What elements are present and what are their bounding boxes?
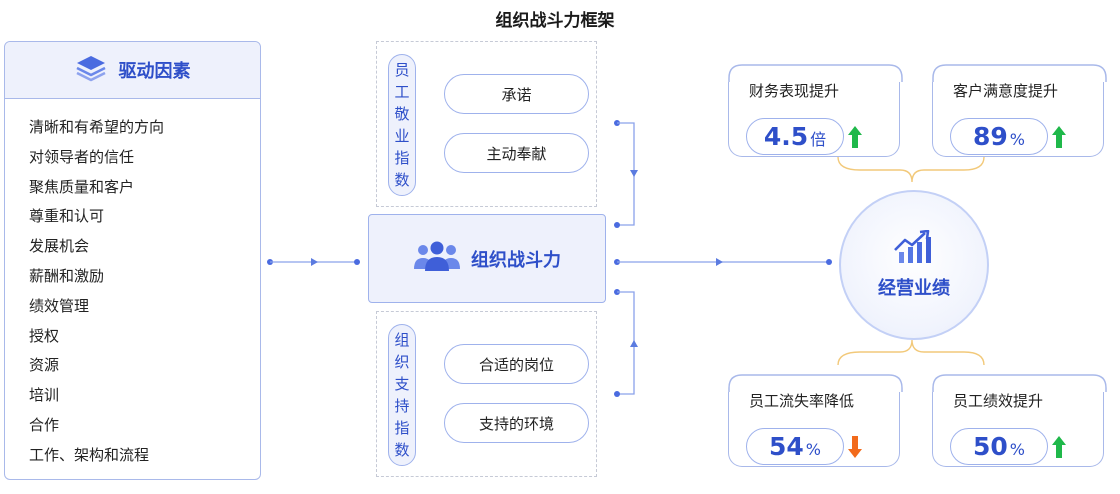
support-index-label: 组 织 支 持 指 数	[388, 324, 416, 466]
driver-item: 薪酬和激励	[29, 266, 105, 285]
label-char: 支	[394, 375, 410, 393]
metric-value-box: 89 %	[950, 118, 1048, 155]
label-char: 指	[394, 149, 410, 167]
metric-card-attrition: 员工流失率降低 54 %	[727, 374, 903, 467]
label-char: 织	[394, 353, 410, 371]
metric-value: 4.5	[763, 122, 809, 151]
drivers-title: 驱动因素	[118, 61, 191, 82]
metric-value-box: 54 %	[746, 428, 844, 465]
diagram-title: 组织战斗力框架	[495, 11, 615, 31]
driver-item: 授权	[29, 326, 60, 345]
metric-unit: %	[1009, 130, 1025, 149]
driver-item: 合作	[29, 415, 60, 434]
bottom-brace	[837, 339, 985, 366]
center-to-result-connector	[614, 258, 832, 266]
metric-label: 客户满意度提升	[951, 80, 1061, 101]
metric-value-box: 4.5 倍	[746, 118, 844, 155]
org-capability-title: 组织战斗力	[471, 249, 561, 271]
growth-chart-icon	[893, 229, 935, 268]
metric-value: 89	[973, 122, 1008, 151]
engagement-group: 员 工 敬 业 指 数 承诺 主动奉献	[376, 41, 597, 207]
drivers-header: 驱动因素	[5, 42, 260, 99]
metric-value: 50	[973, 432, 1008, 461]
support-group: 组 织 支 持 指 数 合适的岗位 支持的环境	[376, 311, 597, 477]
metric-label: 员工流失率降低	[747, 390, 857, 411]
drivers-panel: 驱动因素 清晰和有希望的方向 对领导者的信任 聚焦质量和客户 尊重和认可 发展机…	[4, 41, 261, 480]
metric-card-financial: 财务表现提升 4.5 倍	[727, 64, 903, 157]
label-char: 组	[394, 331, 410, 349]
label-char: 敬	[394, 105, 410, 123]
driver-item: 清晰和有希望的方向	[29, 118, 165, 136]
arrow-down-icon	[847, 435, 863, 463]
label-char: 业	[394, 127, 410, 145]
arrow-up-icon	[1051, 435, 1067, 463]
metric-label: 员工绩效提升	[951, 390, 1046, 411]
right-position-pill: 合适的岗位	[444, 344, 589, 384]
metric-unit: %	[1009, 440, 1025, 459]
initiative-pill: 主动奉献	[444, 133, 589, 173]
engagement-connector	[614, 120, 638, 228]
label-char: 持	[394, 397, 410, 415]
label-char: 指	[394, 419, 410, 437]
metric-unit: %	[805, 440, 821, 459]
driver-item: 绩效管理	[29, 296, 90, 315]
metric-label: 财务表现提升	[747, 80, 842, 101]
label-char: 工	[394, 83, 410, 101]
driver-item: 培训	[29, 386, 60, 405]
driver-item: 工作、架构和流程	[29, 445, 150, 464]
label-char: 数	[394, 171, 410, 189]
layers-icon	[75, 54, 107, 86]
metric-value-box: 50 %	[950, 428, 1048, 465]
org-capability-box: 组织战斗力	[368, 214, 606, 303]
metric-card-performance: 员工绩效提升 50 %	[931, 374, 1107, 467]
arrow-up-icon	[1051, 125, 1067, 153]
metric-card-customer: 客户满意度提升 89 %	[931, 64, 1107, 157]
arrow-up-icon	[847, 125, 863, 153]
label-char: 员	[394, 61, 410, 79]
metric-unit: 倍	[810, 130, 827, 149]
support-connector	[614, 289, 638, 397]
driver-item: 尊重和认可	[29, 207, 105, 226]
driver-item: 资源	[29, 356, 60, 375]
team-icon	[413, 241, 461, 277]
commitment-pill: 承诺	[444, 74, 589, 114]
driver-item: 发展机会	[29, 237, 90, 256]
business-performance-circle: 经营业绩	[839, 190, 989, 340]
driver-item: 聚焦质量和客户	[29, 177, 135, 196]
metric-value: 54	[769, 432, 804, 461]
driver-item: 对领导者的信任	[29, 147, 135, 166]
engagement-index-label: 员 工 敬 业 指 数	[388, 54, 416, 196]
business-performance-title: 经营业绩	[878, 278, 950, 299]
top-brace	[837, 156, 985, 183]
supportive-environment-pill: 支持的环境	[444, 403, 589, 443]
drivers-list: 清晰和有希望的方向 对领导者的信任 聚焦质量和客户 尊重和认可 发展机会 薪酬和…	[5, 99, 260, 471]
label-char: 数	[394, 441, 410, 459]
drivers-to-center-connector	[267, 258, 360, 266]
